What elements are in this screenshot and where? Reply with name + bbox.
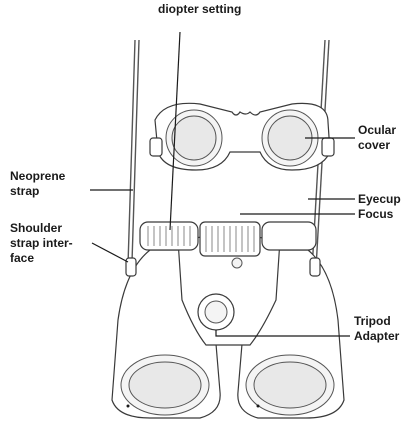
leader-shoulder: [92, 243, 128, 262]
label-ocular-line2: cover: [358, 138, 390, 152]
right-eyecup: [262, 222, 316, 250]
bridge-screw: [232, 258, 242, 268]
ocular-clip-left: [150, 138, 162, 156]
left-eyecup: [140, 222, 198, 250]
label-ocular-line1: Ocular: [358, 123, 396, 137]
objective-lens-right: [254, 362, 326, 408]
label-focus: Focus: [358, 207, 394, 221]
ocular-lens-left: [172, 116, 216, 160]
objective-lens-left: [129, 362, 201, 408]
right-marker-dot: [257, 405, 260, 408]
label-tripod-line1: Tripod: [354, 314, 391, 328]
ocular-cover: [150, 103, 334, 170]
left-strap-lug: [126, 258, 136, 276]
left-strap: [128, 40, 135, 265]
ocular-clip-right: [322, 138, 334, 156]
label-neoprene-line1: Neoprene: [10, 169, 66, 183]
left-marker-dot: [127, 405, 130, 408]
left-strap-inner: [132, 40, 139, 262]
label-shoulder-line2: strap inter-: [10, 236, 73, 250]
label-diopter: diopter setting: [158, 2, 241, 16]
label-shoulder-line1: Shoulder: [10, 221, 62, 235]
tripod-adapter-inner: [205, 301, 227, 323]
focus-wheel: [200, 222, 260, 256]
label-eyecup: Eyecup: [358, 192, 401, 206]
label-tripod-line2: Adapter: [354, 329, 400, 343]
label-neoprene-line2: strap: [10, 184, 39, 198]
label-shoulder-line3: face: [10, 251, 34, 265]
right-strap-lug: [310, 258, 320, 276]
